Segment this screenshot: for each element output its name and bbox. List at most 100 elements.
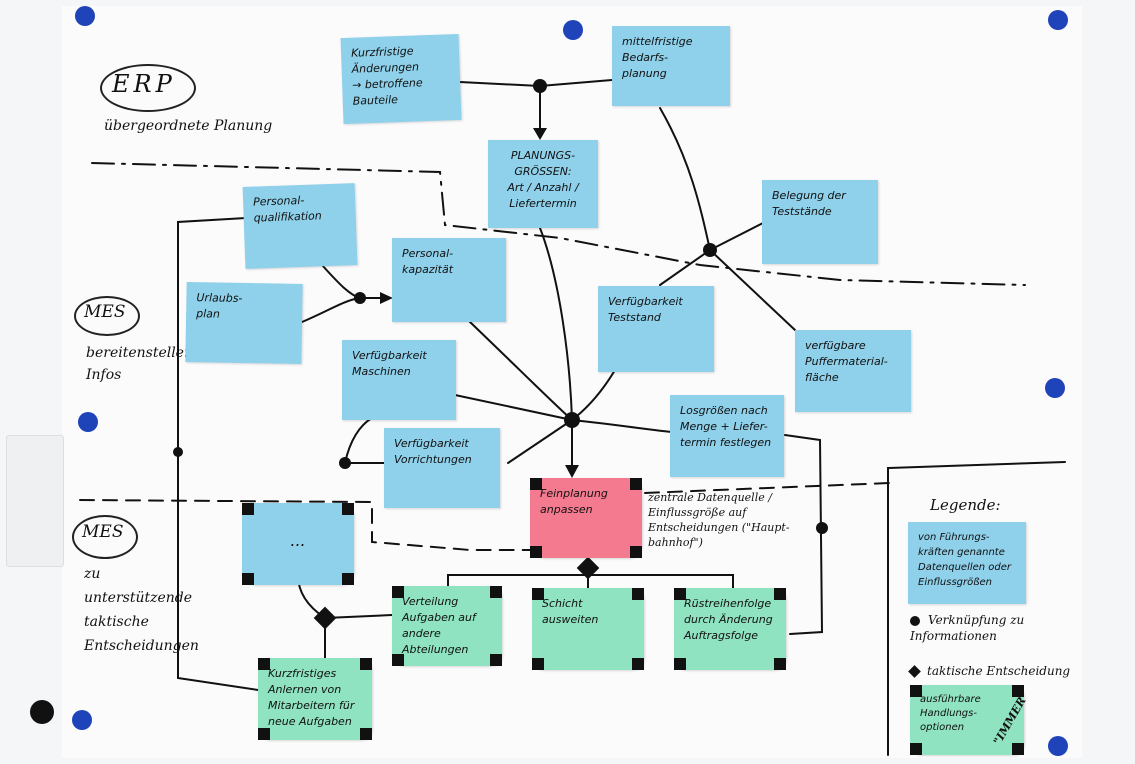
note-puffermaterialflaeche: verfügbare Puffermaterial- fläche	[795, 330, 911, 412]
note-schicht-ausweiten: Schicht ausweiten	[532, 588, 644, 670]
corner-mark	[1012, 743, 1024, 755]
decision-diamond	[576, 556, 600, 580]
corner-mark	[630, 478, 642, 490]
erp-mes-boundary	[91, 162, 1026, 286]
arrow-down-feinplanung	[565, 465, 579, 478]
note-verfuegbarkeit-maschinen: Verfügbarkeit Maschinen	[342, 340, 456, 420]
line-losgr-bracket	[784, 434, 824, 635]
line-node-puffer	[709, 249, 796, 331]
note-personalqualifikation: Personal- qualifikation	[242, 183, 358, 269]
corner-mark	[242, 573, 254, 585]
note-personalkapazitaet: Personal- kapazität	[392, 238, 506, 322]
note-verteilung-aufgaben: Verteilung Aufgaben auf andere Abteilung…	[392, 586, 502, 666]
corner-mark	[632, 658, 644, 670]
mes-boundary-left	[79, 499, 531, 551]
erp-title: ERP	[112, 70, 176, 98]
note-feinplanung-anpassen: Feinplanung anpassen	[530, 478, 642, 558]
note-ellipsis: ...	[242, 503, 354, 585]
line-bedarf-node	[659, 107, 711, 251]
corner-mark	[532, 588, 544, 600]
mes1-title: MES	[84, 302, 126, 322]
note-zentrale-datenquelle: zentrale Datenquelle / Einflussgröße auf…	[648, 491, 790, 549]
mes2-title: MES	[82, 522, 124, 542]
corner-mark	[258, 728, 270, 740]
pin-icon	[78, 412, 98, 432]
corner-mark	[774, 658, 786, 670]
pin-icon	[1048, 736, 1068, 756]
mes-boundary-right	[644, 482, 891, 494]
line-urlaub-merge	[301, 297, 361, 323]
erp-circle	[100, 64, 196, 112]
pin-icon	[72, 710, 92, 730]
magnet-icon	[30, 700, 54, 724]
line-qualif-merge	[321, 264, 361, 299]
corner-mark	[532, 658, 544, 670]
corner-mark	[392, 654, 404, 666]
corner-mark	[774, 588, 786, 600]
note-kurzfristiges-anlernen: Kurzfristiges Anlernen von Mitarbeitern …	[258, 658, 372, 740]
note-verfuegbarkeit-teststand: Verfügbarkeit Teststand	[598, 286, 714, 372]
mes2-subtitle: zu unterstützende taktische Entscheidung…	[84, 566, 199, 654]
line-hub-vorricht	[507, 419, 573, 464]
corner-mark	[674, 588, 686, 600]
mes1-circle	[74, 296, 140, 336]
link-dot	[816, 522, 828, 534]
corner-mark	[530, 546, 542, 558]
corner-mark	[242, 503, 254, 515]
legend-options-label: ausführbare Handlungs- optionen	[920, 694, 981, 733]
line-planung-hub	[539, 227, 573, 421]
legend-dot-icon	[910, 615, 920, 626]
line-node-testst	[659, 249, 711, 286]
link-dot	[173, 447, 183, 457]
pin-icon	[1045, 378, 1065, 398]
corner-mark	[630, 546, 642, 558]
legend-link: Verknüpfung zu Informationen	[910, 612, 1070, 644]
corner-mark	[490, 654, 502, 666]
legend-diamond-icon	[908, 665, 921, 678]
corner-mark	[360, 658, 372, 670]
note-planungsgroessen: PLANUNGS- GRÖSSEN: Art / Anzahl / Liefer…	[488, 140, 598, 228]
legend-decision-label: taktische Entscheidung	[927, 664, 1071, 678]
line-maschinen-hub	[454, 394, 573, 421]
legend-frame	[887, 461, 1066, 756]
corner-mark	[530, 478, 542, 490]
line-testst-hub	[571, 369, 616, 421]
corner-mark	[258, 658, 270, 670]
legend-title: Legende:	[930, 496, 1001, 514]
mes1-subtitle: bereitenstellende Infos	[86, 345, 211, 383]
link-dot	[339, 457, 351, 469]
line-kapaz-hub	[469, 321, 573, 421]
link-dot	[703, 243, 717, 257]
note-losgroessen: Losgrößen nach Menge + Liefer- termin fe…	[670, 395, 784, 477]
pin-icon	[75, 6, 95, 26]
note-mittelfristige-bedarfsplanung: mittelfristige Bedarfs- planung	[612, 26, 730, 106]
whiteboard-eraser	[6, 435, 64, 567]
note-belegung-teststaende: Belegung der Teststände	[762, 180, 878, 264]
corner-mark	[674, 658, 686, 670]
note-verfuegbarkeit-vorrichtungen: Verfügbarkeit Vorrichtungen	[384, 428, 500, 508]
corner-mark	[490, 586, 502, 598]
corner-mark	[632, 588, 644, 600]
corner-mark	[342, 503, 354, 515]
corner-mark	[910, 743, 922, 755]
decision-diamond	[313, 606, 337, 630]
corner-mark	[910, 685, 922, 697]
link-dot	[533, 79, 547, 93]
link-dot-hub	[564, 412, 580, 428]
note-urlaubsplan: Urlaubs- plan	[185, 281, 303, 365]
legend-link-label: Verknüpfung zu Informationen	[910, 613, 1025, 643]
note-ruestreihenfolge: Rüstreihenfolge durch Änderung Auftragsf…	[674, 588, 786, 670]
mes2-circle	[72, 515, 138, 559]
line-node-maschinen	[344, 417, 373, 464]
line-hub-losgr	[571, 419, 673, 433]
corner-mark	[342, 573, 354, 585]
arrow-right-kapaz	[380, 292, 393, 304]
pin-icon	[563, 20, 583, 40]
corner-mark	[360, 728, 372, 740]
line-diamond-verteilung	[324, 614, 393, 619]
line-node-belegung	[709, 221, 766, 251]
corner-mark	[392, 586, 404, 598]
pin-icon	[1048, 10, 1068, 30]
legend-note-datenquelle: von Führungs- kräften genannte Datenquel…	[908, 522, 1026, 604]
